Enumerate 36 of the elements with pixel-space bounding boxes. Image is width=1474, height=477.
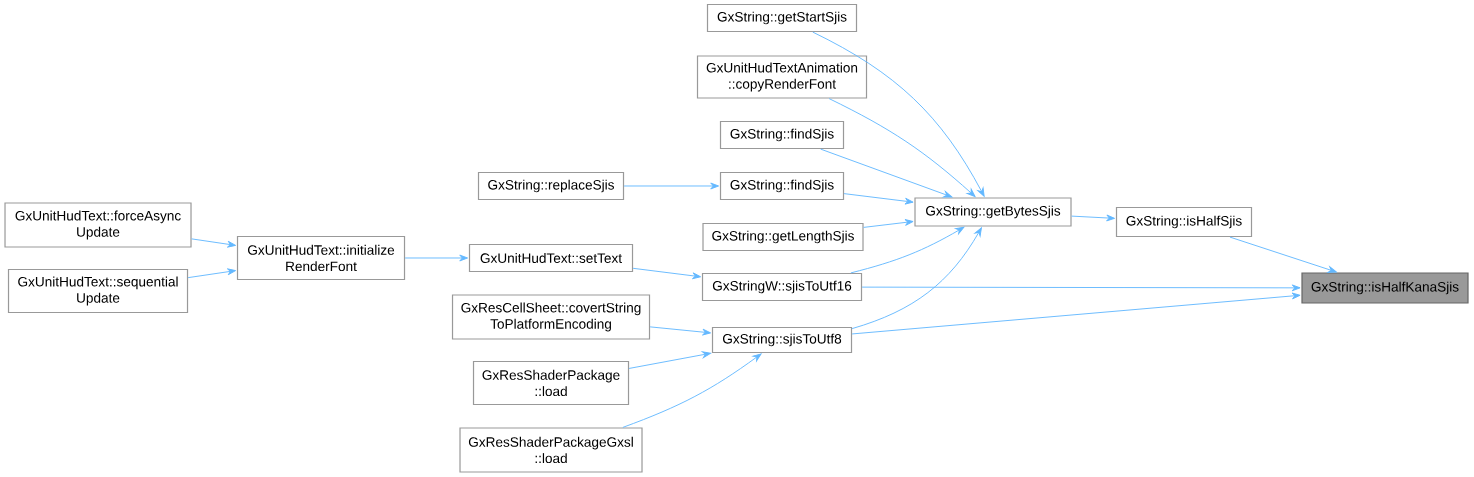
function-box: GxResShaderPackage ::load (472, 360, 630, 406)
function-box: GxString::getBytesSjis (914, 197, 1072, 227)
function-box: GxUnitHudText::sequential Update (7, 268, 189, 314)
arrow (843, 193, 914, 205)
function-box: GxString::findSjis (719, 171, 845, 201)
arrow (820, 148, 953, 198)
function-box: GxUnitHudText::initialize RenderFont (236, 235, 406, 281)
arrow (1071, 214, 1116, 222)
arrow (649, 326, 712, 336)
function-box: GxUnitHudTextAnimation ::copyRenderFont (696, 55, 868, 99)
function-box: GxStringW::sjisToUtf16 (701, 272, 863, 302)
arrow (812, 31, 985, 197)
arrow (191, 238, 237, 248)
function-box: GxString::getStartSjis (706, 3, 858, 33)
function-box: GxString::getLengthSjis (702, 222, 864, 252)
function-box: GxUnitHudText::forceAsync Update (4, 202, 192, 248)
function-box: GxUnitHudText::setText (468, 243, 634, 273)
arrow (623, 182, 720, 190)
function-box: GxString::findSjis (719, 120, 845, 150)
arrow (404, 254, 469, 262)
function-box: GxResShaderPackageGxsl ::load (459, 427, 643, 473)
function-box: GxString::sjisToUtf8 (711, 326, 853, 354)
arrow (622, 353, 762, 428)
arrow (863, 219, 914, 228)
function-box: GxString::isHalfSjis (1115, 206, 1253, 238)
function-box: GxResCellSheet::covertString ToPlatformEncoding (451, 294, 651, 340)
function-box: GxString::replaceSjis (477, 171, 625, 201)
arrow (1229, 236, 1337, 273)
arrow (861, 284, 1301, 292)
arrow (187, 268, 237, 279)
arrow (850, 226, 965, 274)
function-box: GxString::isHalfKanaSjis (1301, 272, 1469, 304)
arrow (628, 351, 712, 369)
arrow (851, 292, 1301, 335)
arrow (632, 267, 702, 280)
arrow (851, 227, 982, 330)
